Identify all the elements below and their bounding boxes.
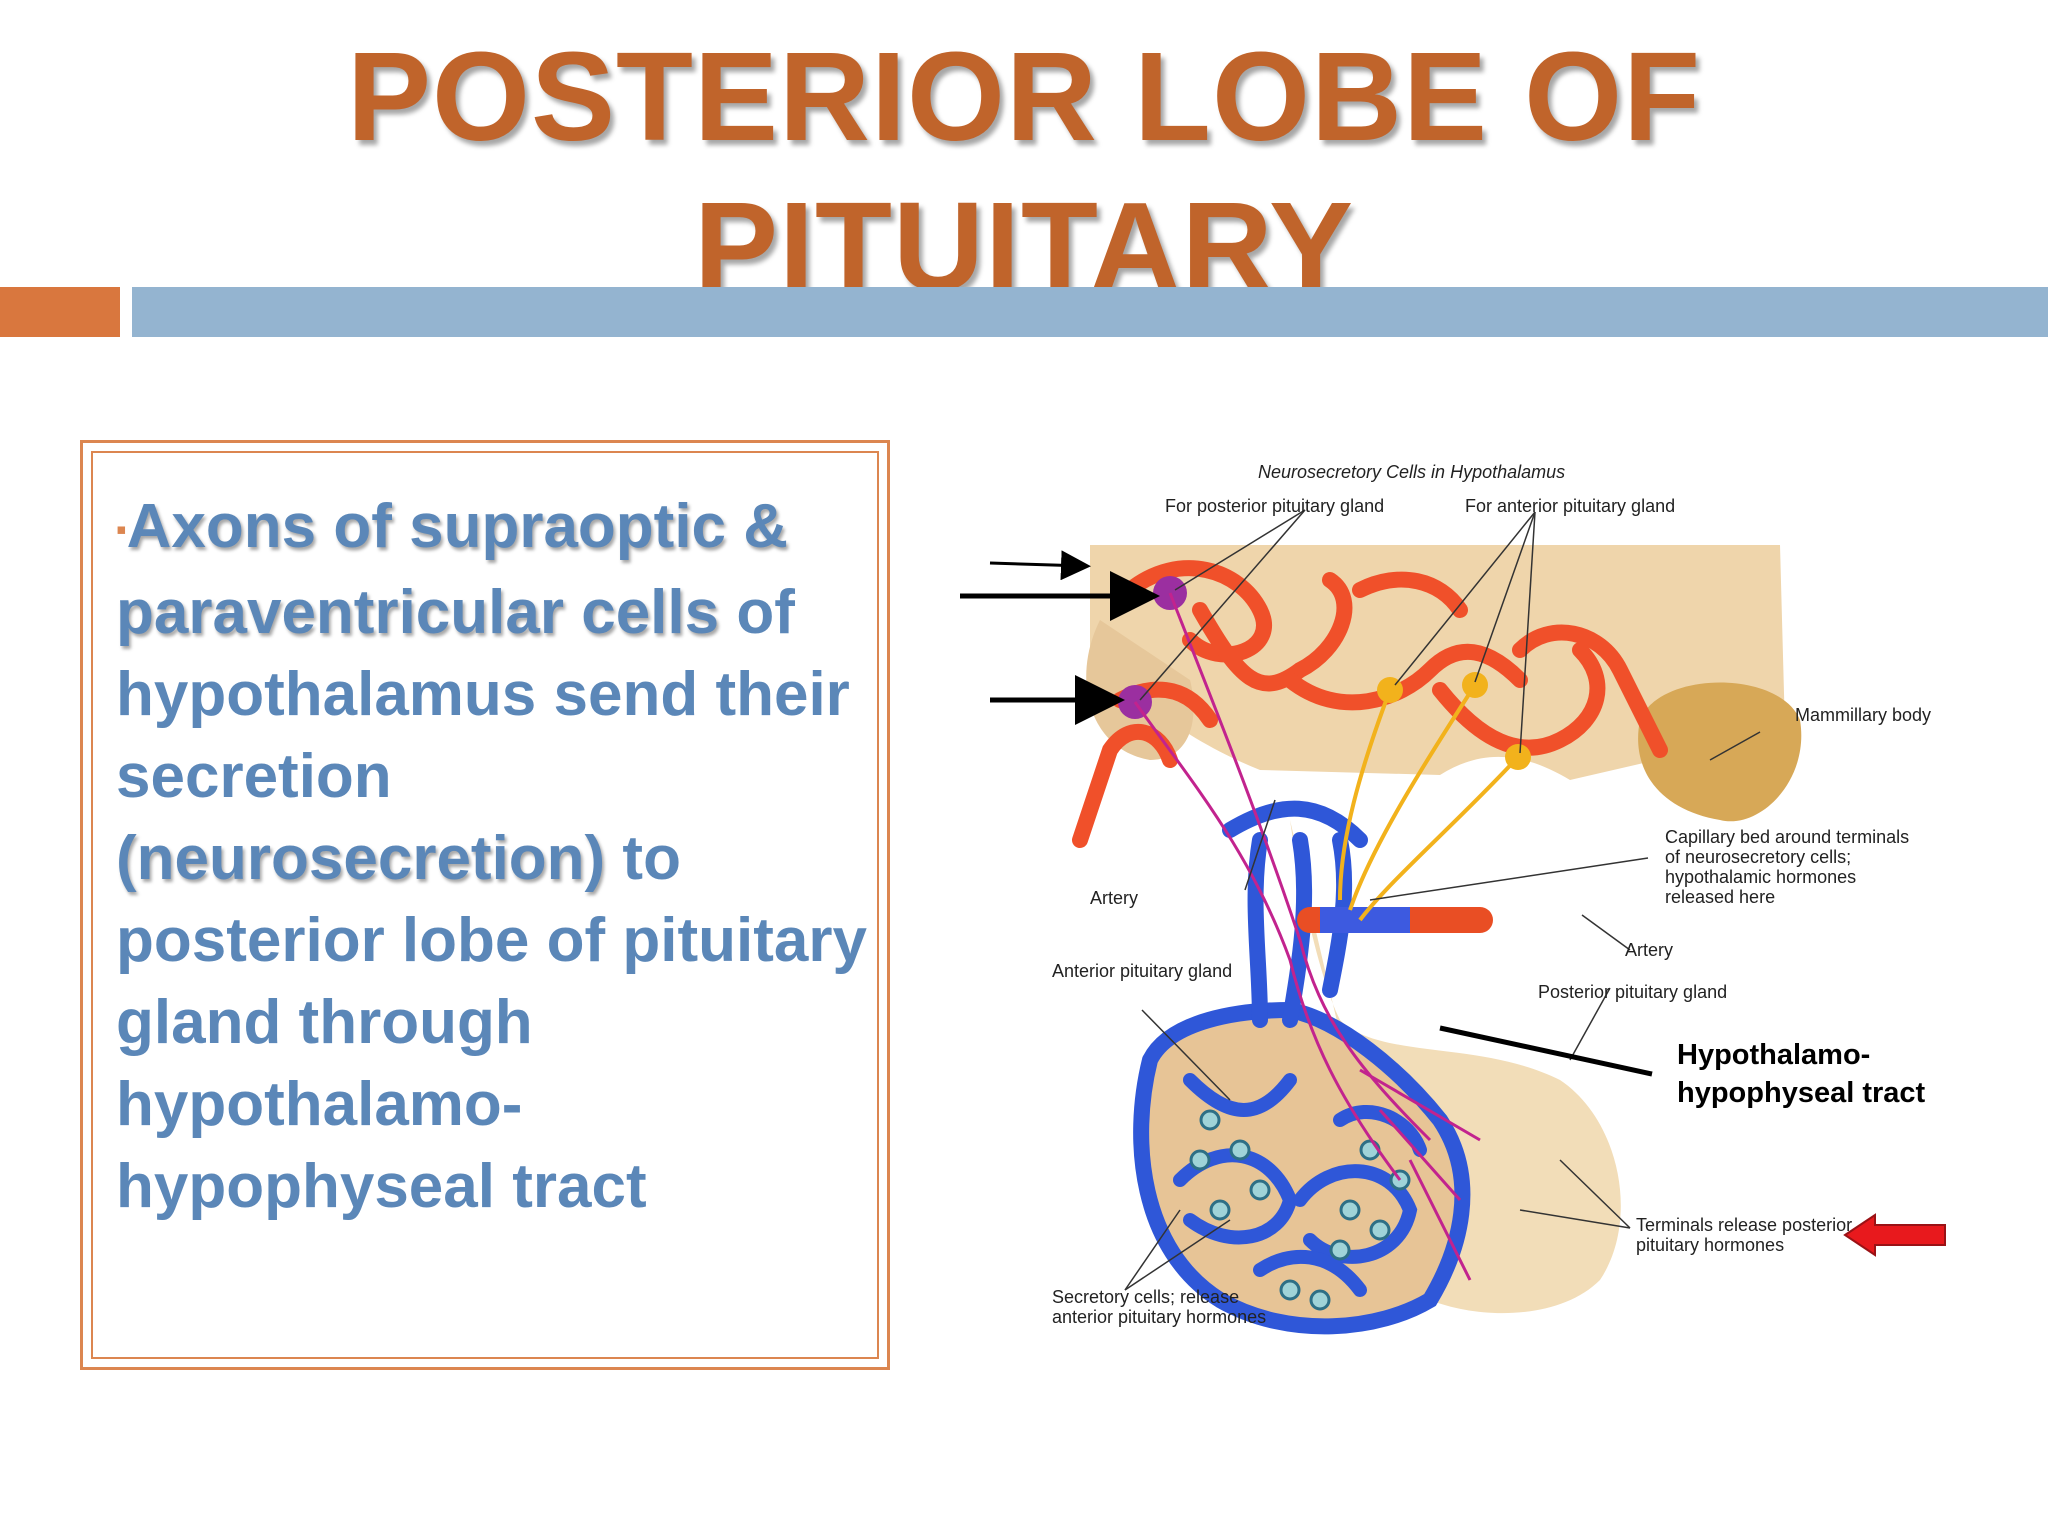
leader-lines xyxy=(1124,509,1761,1291)
slide-title: POSTERIOR LOBE OF PITUITARY xyxy=(0,22,2048,322)
label-for-posterior: For posterior pituitary gland xyxy=(1165,496,1384,516)
secretory-cells xyxy=(1189,1109,1411,1311)
bullet-icon: ▪ xyxy=(116,513,127,547)
text-box-frame xyxy=(80,440,890,1370)
label-artery-right: Artery xyxy=(1625,940,1673,960)
label-mammillary: Mammillary body xyxy=(1795,705,1931,725)
label-anterior-gland: Anterior pituitary gland xyxy=(1052,961,1232,981)
label-secretory-1: Secretory cells; release xyxy=(1052,1287,1239,1307)
label-tract-1: Hypothalamo- xyxy=(1677,1039,1870,1071)
anterior-axons xyxy=(1338,683,1520,922)
accent-bar-orange xyxy=(0,287,120,337)
accent-bar-blue xyxy=(132,287,2048,337)
mammillary-body xyxy=(1638,682,1802,822)
label-capillary-2: of neurosecretory cells; xyxy=(1665,847,1851,867)
label-posterior-gland: Posterior pituitary gland xyxy=(1538,982,1727,1002)
red-arrow xyxy=(1843,1213,1946,1257)
posterior-lobe-tissue xyxy=(1290,820,1621,1314)
label-artery-left: Artery xyxy=(1090,888,1138,908)
label-heading: Neurosecretory Cells in Hypothalamus xyxy=(1258,462,1565,482)
body-paragraph: ▪Axons of supraoptic & paraventricular c… xyxy=(116,486,886,1228)
label-for-anterior: For anterior pituitary gland xyxy=(1465,496,1675,516)
text-box-inner-frame xyxy=(91,451,879,1359)
tract-pointer-line xyxy=(1439,1025,1653,1077)
label-tract-2: hypophyseal tract xyxy=(1677,1077,1926,1109)
label-capillary-1: Capillary bed around terminals xyxy=(1665,827,1909,847)
body-emphasis-neurosecretion: (neurosecretion) xyxy=(116,823,606,893)
body-emphasis-axons: Axons of supraoptic & paraventricular ce… xyxy=(116,492,789,647)
label-terminals-2: pituitary hormones xyxy=(1636,1235,1784,1255)
label-secretory-2: anterior pituitary hormones xyxy=(1052,1307,1266,1327)
label-capillary-4: released here xyxy=(1665,887,1775,907)
title-line-1: POSTERIOR LOBE OF xyxy=(346,26,1702,167)
body-text-part-2: to posterior lobe of pituitary gland thr… xyxy=(116,823,867,1221)
body-text-part-1: of hypothalamus send their secretion xyxy=(116,577,850,811)
posterior-axons xyxy=(1133,592,1481,1281)
black-arrow-small xyxy=(989,550,1091,581)
pituitary-diagram: Neurosecretory Cells in Hypothalamus For… xyxy=(960,462,1946,1335)
label-capillary-3: hypothalamic hormones xyxy=(1665,867,1856,887)
hypothalamic-capillaries xyxy=(1072,560,1668,848)
label-terminals-1: Terminals release posterior xyxy=(1636,1215,1852,1235)
